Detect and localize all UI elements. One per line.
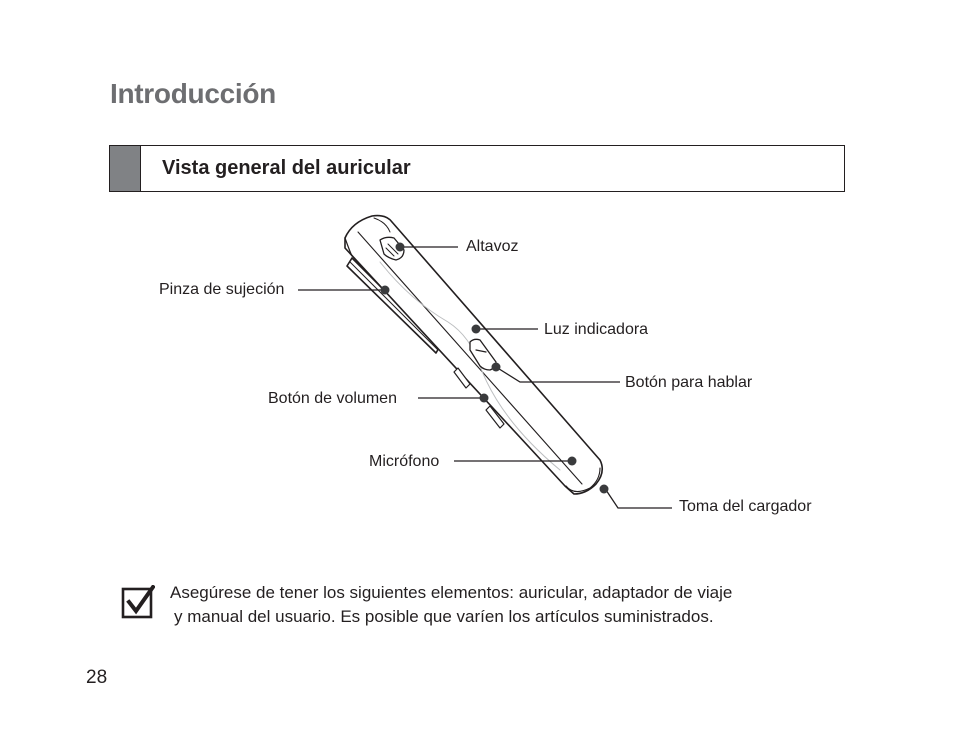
checkbox-check-icon [121, 585, 155, 619]
note-text: Asegúrese de tener los siguientes elemen… [170, 581, 830, 629]
note-line-2: y manual del usuario. Es posible que var… [174, 607, 714, 626]
callout-volume-button: Botón de volumen [268, 390, 397, 407]
callout-microphone: Micrófono [369, 453, 440, 470]
callout-speaker: Altavoz [466, 238, 519, 255]
page-number: 28 [86, 667, 108, 688]
callout-dots [380, 242, 609, 494]
note-line-1: Asegúrese de tener los siguientes elemen… [170, 583, 733, 602]
callout-charger-jack: Toma del cargador [679, 498, 812, 515]
section-marker [110, 146, 141, 191]
headset-body-illustration [344, 214, 604, 495]
section-header: Vista general del auricular [109, 145, 845, 192]
callout-clip: Pinza de sujeción [159, 281, 285, 298]
callout-talk-button: Botón para hablar [625, 374, 753, 391]
page-title: Introducción [110, 78, 276, 109]
callout-indicator-light: Luz indicadora [544, 321, 649, 338]
section-heading: Vista general del auricular [162, 157, 411, 179]
callout-leader-lines [298, 246, 672, 509]
